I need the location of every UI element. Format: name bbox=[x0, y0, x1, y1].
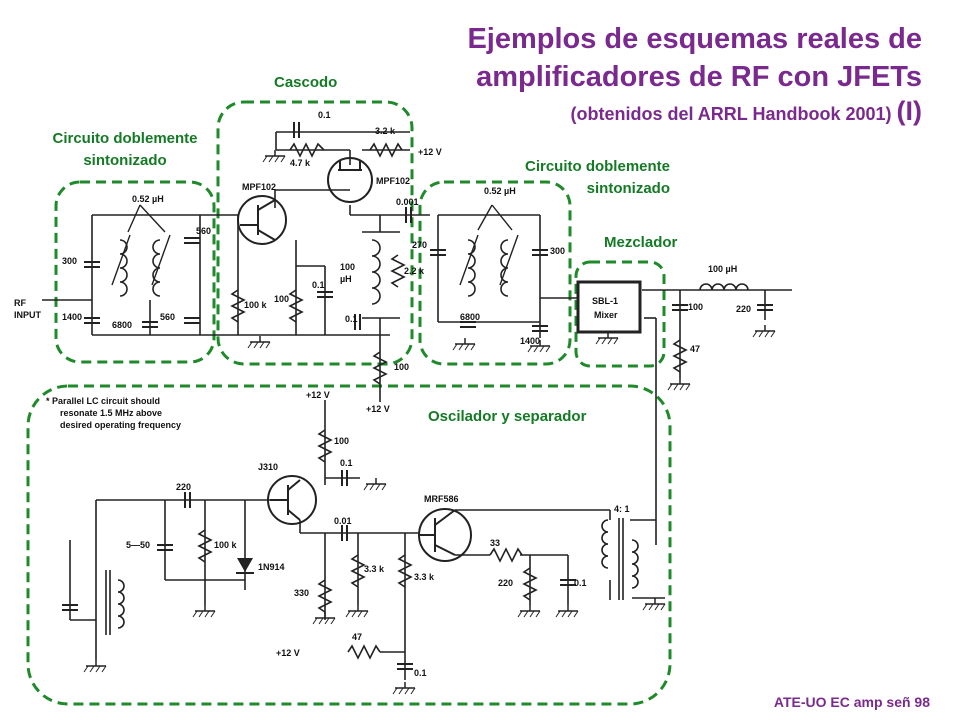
label-r33k-b: 3.3 k bbox=[414, 572, 435, 582]
label-tuned-left-line1: Circuito doblemente bbox=[52, 130, 198, 147]
label-tuned-left: Circuito doblemente sintonizado bbox=[30, 128, 220, 172]
label-052uh-a: 0.52 µH bbox=[132, 194, 164, 204]
label-r22k: 2.2 k bbox=[404, 266, 425, 276]
label-c01-f: 0.1 bbox=[414, 668, 427, 678]
label-c220-b: 220 bbox=[176, 482, 191, 492]
component-labels: RF INPUT 0.52 µH 300 1400 6800 560 560 M… bbox=[14, 110, 751, 678]
mixer-block bbox=[576, 280, 642, 334]
label-plus12-a: +12 V bbox=[418, 147, 442, 157]
label-mixer-1: SBL-1 bbox=[592, 296, 618, 306]
resistors bbox=[197, 142, 688, 660]
box-tuned-right bbox=[418, 180, 572, 366]
slide-subtitle: (obtenidos del ARRL Handbook 2001) (I) bbox=[570, 96, 922, 127]
label-tuned-right: Circuito doblemente sintonizado bbox=[500, 156, 670, 200]
label-c220-a: 220 bbox=[736, 304, 751, 314]
label-c560-a: 560 bbox=[196, 226, 211, 236]
tuning-arrows bbox=[111, 204, 519, 286]
label-mezclador: Mezclador bbox=[604, 234, 678, 251]
label-ratio: 4: 1 bbox=[614, 504, 630, 514]
label-l100: 100 bbox=[340, 262, 355, 272]
diode-1n914 bbox=[236, 558, 254, 574]
label-note-3: desired operating frequency bbox=[60, 420, 181, 430]
label-052uh-b: 0.52 µH bbox=[484, 186, 516, 196]
label-c550: 5—50 bbox=[126, 540, 150, 550]
label-note-1: * Parallel LC circuit should bbox=[46, 396, 160, 406]
wires bbox=[42, 131, 792, 680]
grounds bbox=[83, 149, 776, 695]
title-line-2: amplificadores de RF con JFETs bbox=[476, 61, 922, 93]
label-mixer-2: Mixer bbox=[594, 310, 618, 320]
label-c300-a: 300 bbox=[62, 256, 77, 266]
label-mpf102-b: MPF102 bbox=[376, 176, 410, 186]
fet-mpf102-b bbox=[327, 157, 373, 203]
label-r100k-a: 100 k bbox=[244, 300, 268, 310]
label-rf: RF bbox=[14, 298, 26, 308]
label-r33: 33 bbox=[490, 538, 500, 548]
bjt-mrf586 bbox=[418, 508, 472, 562]
label-c01-b: 0.1 bbox=[345, 314, 358, 324]
label-r100-b: 100 bbox=[394, 362, 409, 372]
label-note-2: resonate 1.5 MHz above bbox=[60, 408, 162, 418]
label-r100k-b: 100 k bbox=[214, 540, 238, 550]
label-c01-e: 0.1 bbox=[574, 578, 587, 588]
label-r100-a: 100 bbox=[274, 294, 289, 304]
label-c6800-a: 6800 bbox=[112, 320, 132, 330]
subtitle-roman: (I) bbox=[896, 96, 922, 126]
label-l100-unit: µH bbox=[340, 274, 352, 284]
label-r330: 330 bbox=[294, 588, 309, 598]
slide-title: Ejemplos de esquemas reales de amplifica… bbox=[467, 20, 922, 96]
label-c01-d: 0.1 bbox=[340, 458, 353, 468]
box-mezclador bbox=[574, 260, 666, 368]
label-c300-b: 300 bbox=[550, 246, 565, 256]
dashed-boxes bbox=[26, 100, 672, 706]
label-tuned-right-line1: Circuito doblemente bbox=[524, 158, 670, 175]
label-c01-a: 0.1 bbox=[312, 280, 325, 290]
label-plus12-d: +12 V bbox=[276, 648, 300, 658]
label-c100: 100 bbox=[688, 302, 703, 312]
label-j310: J310 bbox=[258, 462, 278, 472]
footer-ref: ATE-UO EC amp señ 98 bbox=[773, 694, 930, 710]
label-c220-c: 220 bbox=[498, 578, 513, 588]
label-r47-a: 47 bbox=[690, 344, 700, 354]
subtitle-text: (obtenidos del ARRL Handbook 2001) bbox=[570, 104, 892, 124]
transistors bbox=[237, 157, 472, 562]
label-c0001: 0.001 bbox=[396, 197, 419, 207]
label-c001: 0.01 bbox=[334, 516, 352, 526]
fet-j310 bbox=[267, 475, 317, 525]
label-mpf102-a: MPF102 bbox=[242, 182, 276, 192]
box-cascodo bbox=[216, 100, 414, 366]
label-r33k-a: 3.3 k bbox=[364, 564, 385, 574]
label-r47k: 4.7 k bbox=[290, 158, 311, 168]
label-r100-c: 100 bbox=[334, 436, 349, 446]
label-mrf586: MRF586 bbox=[424, 494, 459, 504]
label-plus12-b: +12 V bbox=[366, 404, 390, 414]
label-cascodo: Cascodo bbox=[274, 74, 338, 91]
box-oscilador bbox=[26, 384, 672, 706]
label-c01-c: 0.1 bbox=[318, 110, 331, 120]
label-1n914: 1N914 bbox=[258, 562, 285, 572]
label-tuned-left-line2: sintonizado bbox=[83, 152, 167, 169]
box-tuned-left bbox=[54, 180, 216, 364]
fet-mpf102-a bbox=[237, 195, 287, 245]
label-c1400-a: 1400 bbox=[62, 312, 82, 322]
label-c270: 270 bbox=[412, 240, 427, 250]
label-l100uh-out: 100 µH bbox=[708, 264, 737, 274]
label-c560-b: 560 bbox=[160, 312, 175, 322]
label-oscilador: Oscilador y separador bbox=[428, 408, 587, 425]
label-c1400-b: 1400 bbox=[520, 336, 540, 346]
label-r32k: 3.2 k bbox=[375, 126, 396, 136]
label-c6800-b: 6800 bbox=[460, 312, 480, 322]
label-r47-b: 47 bbox=[352, 632, 362, 642]
inductors bbox=[105, 239, 749, 635]
label-input: INPUT bbox=[14, 310, 42, 320]
label-tuned-right-line2: sintonizado bbox=[586, 180, 670, 197]
title-line-1: Ejemplos de esquemas reales de bbox=[467, 23, 922, 55]
label-plus12-c: +12 V bbox=[306, 390, 330, 400]
